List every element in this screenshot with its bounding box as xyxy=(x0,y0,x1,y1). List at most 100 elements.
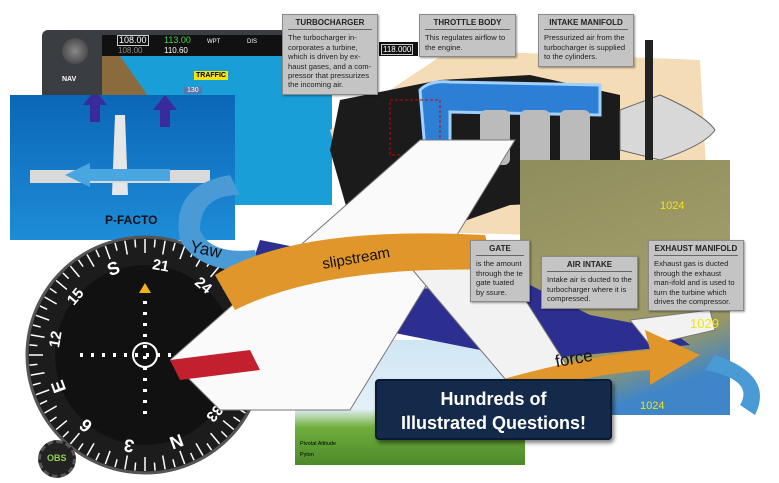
callout-throttle-body: THROTTLE BODY This regulates airflow to … xyxy=(419,14,516,58)
callout-air-intake: AIR INTAKE Intake air is ducted to the t… xyxy=(541,256,638,309)
callout-title: EXHAUST MANIFOLD xyxy=(654,244,738,257)
compass-tick xyxy=(69,265,81,278)
compass-tick xyxy=(77,259,84,267)
compass-tick xyxy=(77,443,84,451)
obs-label: OBS xyxy=(47,453,67,463)
compass-tick xyxy=(35,389,50,396)
compass-tick xyxy=(124,455,129,470)
compass-tick xyxy=(153,239,156,248)
nav2-standby: 110.60 xyxy=(164,46,188,55)
compass-tick xyxy=(114,242,118,251)
nav-knob[interactable] xyxy=(62,38,88,64)
compass-tick xyxy=(44,405,58,414)
compass-tick xyxy=(209,432,221,445)
compass-tick xyxy=(29,363,38,366)
compass-tick xyxy=(209,265,221,278)
compass-tick xyxy=(124,240,129,255)
compass-tick xyxy=(95,452,101,461)
compass-tick xyxy=(49,416,57,423)
compass-tick xyxy=(30,371,45,376)
compass-tick xyxy=(222,419,235,431)
center-aircraft xyxy=(132,342,158,368)
pressure-label: 1029 xyxy=(690,316,719,331)
compass-tick xyxy=(86,254,95,268)
compass-tick xyxy=(55,279,68,291)
compass-tick xyxy=(62,430,70,438)
propeller-blade xyxy=(645,40,653,250)
compass-tick xyxy=(104,450,111,465)
compass-tick xyxy=(233,416,241,423)
compass-tick xyxy=(55,419,68,431)
compass-tick xyxy=(95,249,101,258)
p-factor-label: P-FACTO xyxy=(105,213,158,227)
nav-label: NAV xyxy=(62,76,77,83)
rotation-arrow-icon xyxy=(705,355,760,415)
callout-title: AIR INTAKE xyxy=(547,260,632,273)
up-arrow-icon xyxy=(90,100,100,122)
compass-tick xyxy=(172,459,176,468)
callout-text: Intake air is ducted to the turbocharger… xyxy=(547,275,632,304)
compass-tick xyxy=(206,443,213,451)
callout-text: Pressurized air from the turbocharger is… xyxy=(544,33,626,62)
callout-wastegate: GATE is the amount through the te gate t… xyxy=(470,240,530,303)
traffic-label: TRAFFIC xyxy=(194,71,228,80)
pressure-label: 1024 xyxy=(660,200,685,212)
compass-tick xyxy=(114,459,118,468)
compass-tick xyxy=(39,399,48,405)
wpt-label: WPT xyxy=(207,39,221,45)
obs-knob[interactable]: OBS xyxy=(38,440,76,478)
promo-banner: Hundreds of Illustrated Questions! xyxy=(375,379,612,440)
cylinder xyxy=(520,110,550,165)
compass-tick xyxy=(29,344,38,347)
compass-tick xyxy=(32,324,41,328)
intake-manifold xyxy=(418,80,602,152)
compass-tick xyxy=(35,314,50,321)
compass-tick xyxy=(220,430,228,438)
compass-label: 12 xyxy=(46,330,66,349)
callout-title: GATE xyxy=(476,244,524,257)
callout-text: is the amount through the te gate tuated… xyxy=(476,259,523,297)
compass-label: N xyxy=(167,430,186,453)
twin-aircraft-illustration xyxy=(30,90,210,195)
nav1-active: 108.00 xyxy=(117,35,149,46)
callout-text: This regulates airflow to the engine. xyxy=(425,33,506,52)
compass-tick xyxy=(189,452,195,461)
compass-tick xyxy=(39,305,48,311)
up-arrow-icon xyxy=(160,105,170,127)
callout-title: THROTTLE BODY xyxy=(425,18,510,31)
compass-tick xyxy=(179,450,186,465)
callout-intake-manifold: INTAKE MANIFOLD Pressurized air from the… xyxy=(538,14,634,67)
nav2-active: 108.00 xyxy=(118,46,143,55)
compass-tick xyxy=(172,242,176,251)
slipstream-arrow-icon xyxy=(215,233,495,310)
compass-tick xyxy=(32,382,41,386)
compass-tick xyxy=(134,462,137,471)
compass-tick xyxy=(134,239,137,248)
dis-label: DIS xyxy=(247,39,258,45)
wing-tip xyxy=(170,350,260,380)
nav1-standby: 113.00 xyxy=(164,35,191,45)
compass-label: 3 xyxy=(122,435,135,456)
heading-bug xyxy=(139,283,151,293)
compass-tick xyxy=(104,245,111,260)
callout-text: Exhaust gas is ducted through the exhaus… xyxy=(654,259,735,307)
compass-tick xyxy=(179,245,186,260)
compass-tick xyxy=(195,442,204,456)
spinner xyxy=(619,94,716,161)
compass-tick xyxy=(49,287,57,294)
altitude-tape: 130 xyxy=(184,87,202,94)
compass-tick xyxy=(69,432,81,445)
com-frequency-strip: 118.000 xyxy=(379,42,418,56)
callout-exhaust-manifold: EXHAUST MANIFOLD Exhaust gas is ducted t… xyxy=(648,240,744,312)
pivotal-altitude-label: Pivotal Altitude xyxy=(300,441,337,447)
callout-title: TURBOCHARGER xyxy=(288,18,372,31)
com-frequency: 118.000 xyxy=(381,44,414,55)
callout-text: The turbocharger in-corporates a turbine… xyxy=(288,33,372,90)
callout-turbocharger: TURBOCHARGER The turbocharger in-corpora… xyxy=(282,14,378,95)
compass-label: 21 xyxy=(151,256,170,276)
compass-tick xyxy=(44,296,58,305)
cylinder xyxy=(560,110,590,165)
left-arrow-icon xyxy=(65,163,170,187)
pylon-label: Pylon xyxy=(300,452,314,458)
compass-tick xyxy=(161,455,166,470)
